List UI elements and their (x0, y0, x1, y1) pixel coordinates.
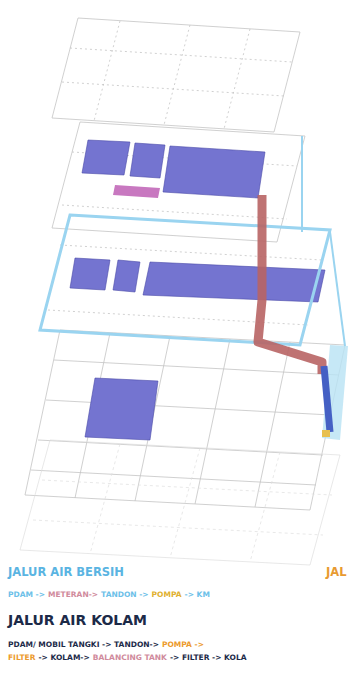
flow-label: POMPA -> (162, 640, 204, 649)
pool-return-pipe (324, 366, 330, 432)
grid-line (170, 448, 200, 558)
grid-line (224, 29, 250, 129)
flow-label: -> KOLAM-> (38, 653, 89, 662)
clean-water-pipe (330, 232, 345, 346)
text-row: PDAM ->METERAN->TANDON ->POMPA-> KM (8, 590, 210, 599)
text-row: JALUR AIR BERSIH (8, 565, 124, 579)
floor-plate (40, 215, 330, 345)
grid-line (48, 310, 308, 325)
room-fill (85, 378, 158, 440)
grid-line (90, 444, 120, 554)
flow-label: TANDON -> (101, 590, 149, 599)
room-fill (143, 262, 325, 302)
grid-line (60, 245, 322, 260)
room-fill (163, 146, 265, 198)
flow-label: POMPA (152, 590, 182, 599)
room-fill (70, 258, 110, 290)
flow-label: -> FILTER -> KOLA (170, 653, 247, 662)
flow-label: PDAM -> (8, 590, 45, 599)
text-row: PDAM/ MOBIL TANGKI -> TANDON->POMPA -> (8, 640, 204, 649)
tank-fill (113, 185, 160, 198)
grid-line (54, 360, 339, 375)
flow-label: METERAN-> (48, 590, 98, 599)
grid-line (255, 342, 290, 507)
room-fill (82, 140, 130, 175)
text-row: FILTER-> KOLAM-> BALANCING TANK-> FILTER … (8, 653, 246, 662)
water-band (40, 215, 330, 345)
flow-label: JAL (326, 565, 347, 579)
grid-line (38, 440, 323, 455)
flow-label: -> KM (185, 590, 210, 599)
flow-label: PDAM/ MOBIL TANGKI -> TANDON-> (8, 640, 159, 649)
grid-line (46, 400, 331, 415)
grid-line (42, 480, 332, 495)
floor-plate (52, 122, 305, 242)
flow-label: BALANCING TANK (93, 653, 167, 662)
grid-line (250, 452, 280, 562)
flow-label: JALUR AIR BERSIH (8, 565, 124, 579)
room-fill (130, 143, 165, 178)
pool-water-pipe (258, 195, 322, 374)
room-fill (113, 260, 140, 292)
floor-plate (20, 440, 340, 565)
grid-line (195, 339, 230, 504)
grid-line (33, 520, 323, 535)
floor-plate (52, 18, 300, 132)
clean-water-pipe (301, 136, 303, 232)
flow-label: FILTER (8, 653, 35, 662)
flow-label: JALUR AIR KOLAM (8, 612, 147, 628)
water-band (322, 345, 348, 440)
pump-mark (322, 430, 330, 437)
text-row: JALUR AIR KOLAM (8, 612, 147, 628)
grid-line (94, 21, 120, 121)
text-row: JAL (326, 565, 347, 579)
grid-line (164, 25, 190, 125)
